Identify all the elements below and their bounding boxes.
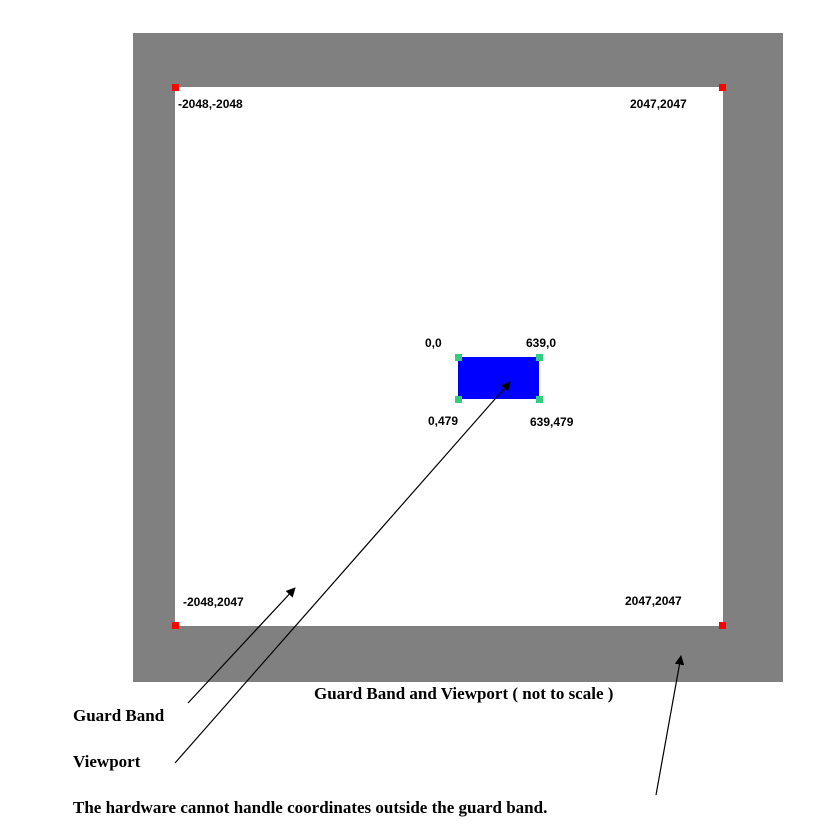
viewport-label-bottom-right: 639,479 [530, 415, 574, 429]
guard-band-label-top-right: 2047,2047 [630, 97, 687, 111]
viewport-corner-bottom-left [455, 396, 462, 403]
viewport-corner-top-right [536, 354, 543, 361]
guard-band-label-bottom-right: 2047,2047 [625, 594, 682, 608]
viewport-label-top-right: 639,0 [526, 336, 557, 350]
guard-band-corner-top-left [172, 84, 179, 91]
hardware-note: The hardware cannot handle coordinates o… [73, 798, 548, 817]
guard-band-label-bottom-left: -2048,2047 [183, 595, 244, 609]
guard-band-area [175, 87, 723, 626]
guard-band-corner-bottom-left [172, 622, 179, 629]
viewport-label-bottom-left: 0,479 [428, 414, 459, 428]
viewport-rect [458, 357, 539, 399]
viewport-corner-bottom-right [536, 396, 543, 403]
guard-band-corner-top-right [719, 84, 726, 91]
viewport-label-top-left: 0,0 [425, 336, 442, 350]
viewport-corner-top-left [455, 354, 462, 361]
diagram-title: Guard Band and Viewport ( not to scale ) [314, 684, 614, 703]
guard-band-label-top-left: -2048,-2048 [178, 97, 243, 111]
guard-band-caption: Guard Band [73, 706, 165, 725]
viewport-caption: Viewport [73, 752, 141, 771]
guard-band-corner-bottom-right [719, 622, 726, 629]
